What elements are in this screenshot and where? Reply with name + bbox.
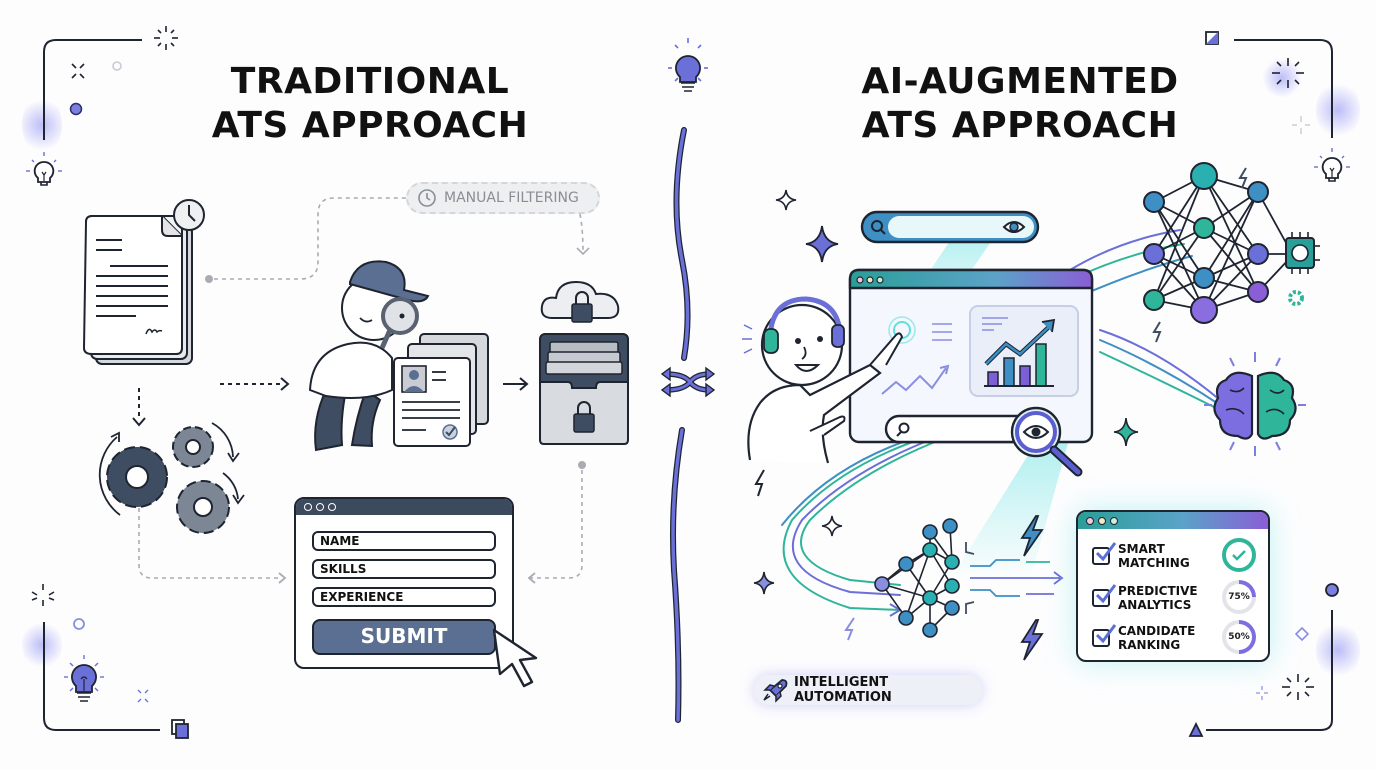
document-stack-icon — [82, 199, 205, 365]
rocket-icon — [763, 679, 788, 703]
search-bar-icon — [860, 210, 1040, 244]
progress-ring-75: 75% — [1222, 580, 1256, 614]
neural-network-icon — [1143, 162, 1320, 343]
person-headphones-icon — [742, 296, 904, 464]
corner-frame-bottom-right — [1188, 583, 1339, 737]
resume-icon — [393, 333, 489, 447]
lightning-icon — [844, 617, 855, 641]
left-title-line2: ATS APPROACH — [211, 105, 529, 146]
corner-frame-top-left — [43, 26, 178, 140]
left-title-line1: TRADITIONAL — [230, 61, 510, 102]
lightbulb-icon — [668, 38, 708, 92]
glow-decoration — [22, 95, 62, 155]
intelligent-automation-badge: INTELLIGENT AUTOMATION — [754, 675, 982, 705]
window-dot — [304, 503, 312, 511]
checkbox-checked-icon[interactable] — [1092, 542, 1117, 565]
shuffle-icon — [663, 371, 713, 393]
glow-decoration — [1316, 80, 1360, 140]
glow-decoration — [22, 620, 62, 670]
sparkle-icon — [775, 189, 797, 211]
feature-label: CANDIDATE — [1118, 624, 1196, 638]
right-title-line1: AI-AUGMENTED — [861, 61, 1179, 102]
lightbulb-icon — [26, 152, 62, 186]
left-title: TRADITIONAL ATS APPROACH — [170, 60, 570, 148]
window-dot — [328, 503, 336, 511]
checkbox-checked-icon[interactable] — [1092, 584, 1117, 607]
locked-file-box-icon — [539, 333, 629, 445]
progress-value: 50% — [1228, 632, 1250, 642]
progress-value: 75% — [1228, 592, 1250, 602]
submit-button[interactable]: SUBMIT — [312, 619, 496, 655]
chip-icon — [1285, 232, 1320, 274]
right-title-line2: ATS APPROACH — [861, 105, 1179, 146]
experience-field[interactable]: EXPERIENCE — [312, 587, 496, 607]
clock-icon — [418, 189, 436, 207]
window-dot — [1086, 516, 1094, 525]
gears-icon — [98, 422, 245, 534]
lightning-icon — [1020, 619, 1044, 661]
window-titlebar — [296, 499, 512, 515]
window-dot — [1098, 516, 1106, 525]
application-form-window: NAME SKILLS EXPERIENCE SUBMIT — [294, 497, 514, 669]
window-dot — [316, 503, 324, 511]
sparkle-icon — [805, 225, 839, 263]
lightning-icon — [754, 469, 765, 497]
checkbox-checked-icon[interactable] — [1092, 624, 1117, 647]
manual-filtering-badge: MANUAL FILTERING — [406, 182, 600, 214]
gear-icon — [1288, 290, 1304, 306]
cursor-icon — [492, 628, 538, 688]
sparkle-icon — [753, 571, 775, 595]
lightning-icon — [1020, 515, 1044, 557]
feature-label: SMART — [1118, 542, 1165, 556]
glow-decoration — [1316, 620, 1360, 680]
center-divider — [660, 38, 716, 723]
name-field[interactable]: NAME — [312, 531, 496, 551]
cloud-lock-icon — [540, 280, 620, 323]
skills-field[interactable]: SKILLS — [312, 559, 496, 579]
corner-frame-bottom-left — [31, 584, 189, 739]
magnifier-eye-icon — [1010, 406, 1083, 477]
corner-frame-top-right — [1205, 31, 1333, 138]
neural-network-icon — [874, 518, 1064, 638]
window-dot — [1110, 516, 1118, 525]
completion-check-ring — [1222, 538, 1256, 572]
feature-label: ANALYTICS — [1118, 598, 1192, 612]
right-title: AI-AUGMENTED ATS APPROACH — [810, 60, 1230, 148]
window-titlebar — [1078, 512, 1268, 529]
lightbulb-icon — [64, 655, 104, 702]
manual-filtering-label: MANUAL FILTERING — [444, 190, 579, 206]
feature-label: PREDICTIVE — [1118, 584, 1198, 598]
progress-ring-50: 50% — [1222, 620, 1256, 654]
dashed-connectors — [132, 197, 590, 584]
sparkle-icon — [821, 515, 843, 537]
person-magnifier-icon — [308, 260, 430, 452]
lightbulb-icon — [1314, 148, 1350, 182]
intelligent-automation-label: INTELLIGENT AUTOMATION — [794, 675, 892, 705]
brain-icon — [1204, 352, 1306, 456]
feature-label: MATCHING — [1118, 556, 1190, 570]
feature-label: RANKING — [1118, 638, 1181, 652]
sparkle-icon — [1113, 417, 1139, 447]
browser-dashboard-icon — [848, 268, 1094, 444]
